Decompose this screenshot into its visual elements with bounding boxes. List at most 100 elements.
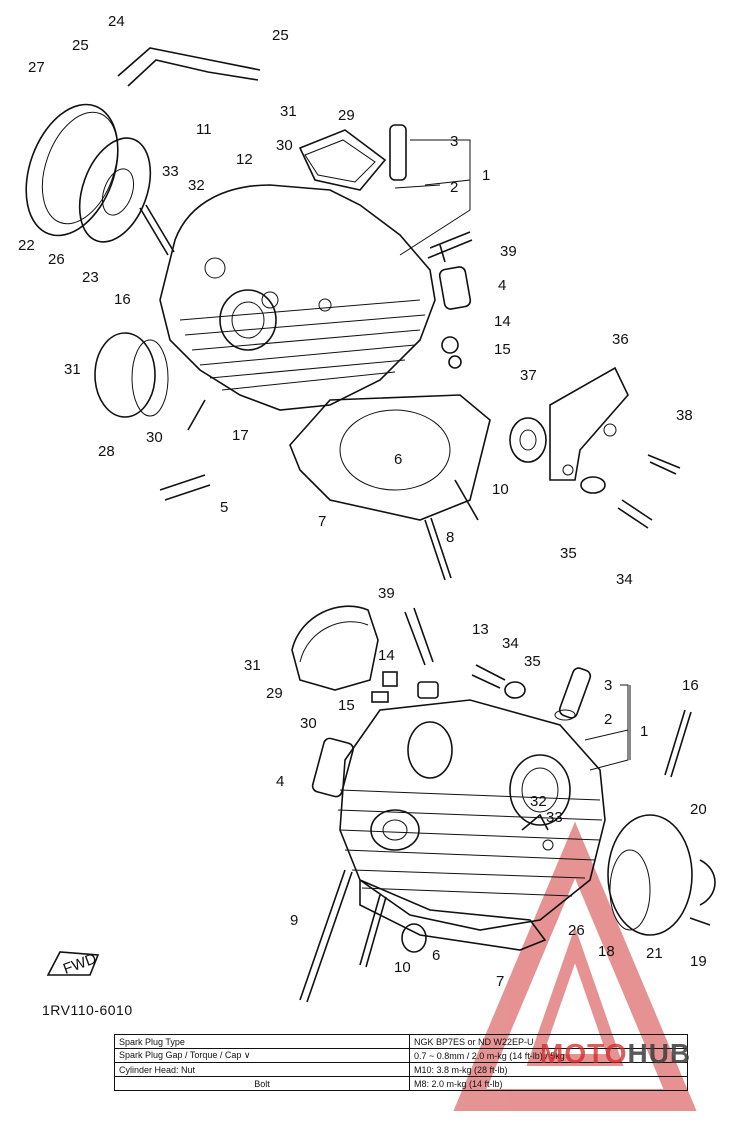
bottom-callout-34: 34 (502, 635, 519, 652)
top-callout-14: 14 (494, 313, 511, 330)
washer-35 (580, 476, 606, 494)
top-callout-31: 31 (280, 103, 297, 120)
spacer (509, 417, 547, 463)
bottom-callout-30: 30 (300, 715, 317, 732)
bottom-callout-14: 14 (378, 647, 395, 664)
bottom-callout-31: 31 (244, 657, 261, 674)
bottom-callout-18: 18 (598, 943, 615, 960)
spec-value: M8: 2.0 m-kg (14 ft-lb) (409, 1076, 688, 1091)
top-assembly (25, 47, 681, 581)
spark-plug-cap (389, 124, 407, 181)
stud-10-lower (359, 894, 387, 968)
top-callout-23: 23 (82, 269, 99, 286)
bottom-callout-15: 15 (338, 697, 355, 714)
o-ring-gasket (78, 137, 152, 243)
top-callout-27: 27 (28, 59, 45, 76)
fwd-label: FWD (61, 950, 99, 978)
top-callout-11: 11 (196, 121, 212, 138)
top-callout-36: 36 (612, 331, 629, 348)
watermark-text-a: MOTO (540, 1038, 628, 1069)
top-callout-3: 3 (450, 133, 458, 150)
bottom-callout-13: 13 (472, 621, 489, 638)
plug-cap-3-lower (558, 667, 592, 719)
spec-row: Spark Plug Type NGK BP7ES or ND W22EP-U (114, 1034, 688, 1049)
bolt-34 (617, 499, 653, 529)
dowel-pin (159, 474, 211, 501)
bottom-callout-16: 16 (682, 677, 699, 694)
bracket-bolt (647, 454, 681, 475)
stud-10 (454, 479, 479, 521)
bottom-callout-35: 35 (524, 653, 541, 670)
top-callout-12: 12 (236, 151, 253, 168)
top-callout-29: 29 (338, 107, 355, 124)
spec-table: Spark Plug Type NGK BP7ES or ND W22EP-U … (114, 1034, 688, 1091)
bottom-callout-21: 21 (646, 945, 663, 962)
breather-hose (117, 47, 261, 87)
top-callout-37: 37 (520, 367, 537, 384)
top-callout-4: 4 (498, 277, 506, 294)
stud-17 (187, 399, 206, 431)
clip-2-lower (554, 709, 576, 721)
top-callout-7: 7 (318, 513, 326, 530)
washer-33-lower (542, 839, 554, 851)
top-callout-26: 26 (48, 251, 65, 268)
bottom-callout-26: 26 (568, 922, 585, 939)
watermark-text: MOTOHUB (540, 1038, 691, 1070)
valve-spring (438, 266, 472, 310)
bottom-callout-10: 10 (394, 959, 411, 976)
bottom-callout-33: 33 (546, 809, 563, 826)
nut (441, 336, 459, 354)
top-callout-1: 1 (482, 167, 490, 184)
bottom-callout-4: 4 (276, 773, 284, 790)
stud-8 (424, 517, 452, 581)
bottom-callout-29: 29 (266, 685, 283, 702)
bolt-32-lower (521, 813, 549, 831)
valve-cover (298, 129, 387, 191)
spec-label: Spark Plug Type (114, 1034, 410, 1049)
top-callout-2: 2 (450, 179, 458, 196)
top-callout-22: 22 (18, 237, 35, 254)
top-callout-30: 30 (146, 429, 163, 446)
spec-label: Bolt (114, 1076, 410, 1091)
spec-label: Spark Plug Gap / Torque / Cap ∨ (114, 1048, 410, 1063)
top-callout-25: 25 (272, 27, 289, 44)
bolt-34-lower (471, 664, 506, 689)
spec-label: Cylinder Head: Nut (114, 1062, 410, 1077)
cam-end-cover (25, 103, 119, 237)
bottom-callout-7: 7 (496, 973, 504, 990)
valve-spring-lower (311, 737, 354, 798)
long-bolt (664, 709, 692, 778)
top-callout-17: 17 (232, 427, 249, 444)
top-callout-5: 5 (220, 499, 228, 516)
spark-plug (427, 231, 473, 263)
top-callout-30: 30 (276, 137, 293, 154)
side-cover (94, 332, 156, 418)
top-callout-25: 25 (72, 37, 89, 54)
bolt-19 (689, 917, 711, 926)
bottom-assembly: FWD (46, 605, 716, 1003)
bolt (139, 204, 175, 256)
top-callout-28: 28 (98, 443, 115, 460)
engine-bracket (549, 366, 629, 481)
bottom-callout-9: 9 (290, 912, 298, 929)
spec-row: Cylinder Head: Nut M10: 3.8 m-kg (28 ft-… (114, 1062, 688, 1077)
top-callout-15: 15 (494, 341, 511, 358)
top-callout-6: 6 (394, 451, 402, 468)
bottom-callout-1: 1 (640, 723, 648, 740)
top-callout-38: 38 (676, 407, 693, 424)
drawing-code: 1RV110-6010 (42, 1002, 133, 1018)
washer-15-lower (371, 691, 389, 703)
end-cover-lower (607, 814, 693, 936)
nut-14-lower (382, 671, 398, 687)
stud-9 (299, 869, 353, 1003)
top-callout-33: 33 (162, 163, 179, 180)
top-callout-24: 24 (108, 13, 125, 30)
bottom-callout-6: 6 (432, 947, 440, 964)
bottom-callout-20: 20 (690, 801, 707, 818)
nut-6-lower (401, 923, 427, 953)
top-callout-10: 10 (492, 481, 509, 498)
bottom-callout-32: 32 (530, 793, 547, 810)
top-callout-32: 32 (188, 177, 205, 194)
top-callout-35: 35 (560, 545, 577, 562)
